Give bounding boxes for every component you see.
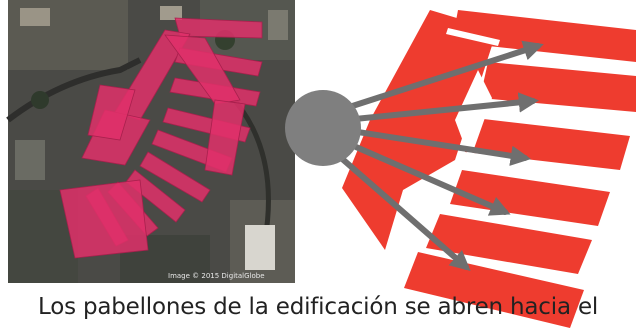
pavilion-3 bbox=[450, 170, 610, 226]
plan-top-bar bbox=[452, 10, 636, 62]
arrow-2 bbox=[342, 92, 540, 123]
aerial-photo: Image © 2015 DigitalGlobe bbox=[6, 0, 295, 283]
pavilion-2 bbox=[465, 118, 630, 170]
radial-arrows bbox=[329, 40, 544, 272]
arrow-1 bbox=[337, 40, 544, 113]
schematic-plan bbox=[342, 10, 636, 328]
building-footprint bbox=[59, 17, 263, 259]
caption: Los pabellones de la edificación se abre… bbox=[38, 294, 599, 320]
photo-credit: Image © 2015 DigitalGlobe bbox=[168, 272, 265, 280]
arrow-5 bbox=[329, 147, 471, 272]
arrow-3 bbox=[342, 127, 532, 166]
pavilion-4 bbox=[426, 214, 592, 274]
arrow-4 bbox=[337, 137, 511, 216]
plan-inner-cut bbox=[455, 70, 492, 160]
plan-notch bbox=[446, 28, 500, 46]
hub-circle bbox=[285, 90, 361, 166]
